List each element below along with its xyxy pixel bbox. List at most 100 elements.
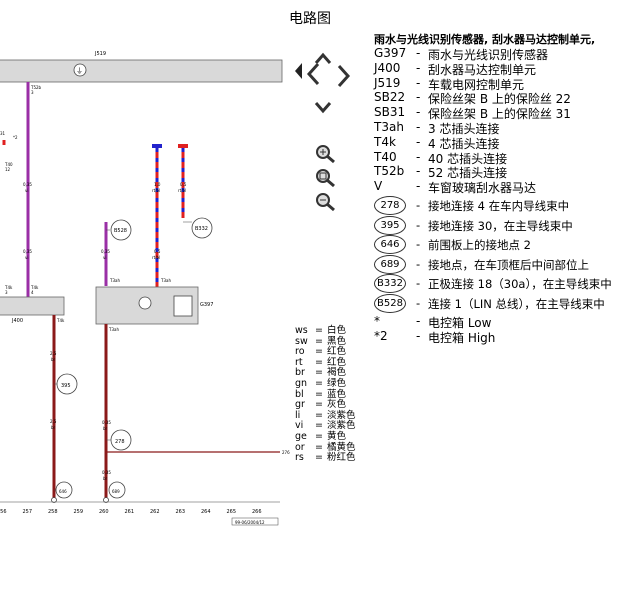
legend-desc: 车窗玻璃刮水器马达 [428, 181, 537, 196]
svg-text:1,0: 1,0 [154, 182, 161, 187]
wire-color-name: 灰色 [327, 399, 347, 411]
wire-color-abbr: sw [295, 335, 308, 347]
legend-dash: - [416, 119, 421, 134]
wire-color-eq: = [315, 399, 323, 411]
legend-dash: - [416, 217, 421, 232]
legend-dash: - [416, 198, 421, 212]
wire-color-item: ro=红色 [295, 343, 356, 357]
nav-left-arrow[interactable] [293, 62, 303, 80]
legend-item: J519-车载电网控制单元 [374, 75, 614, 92]
svg-text:rt/bl: rt/bl [152, 188, 160, 193]
column-number: 258 [48, 509, 58, 515]
ground-symbol: B528 [374, 293, 406, 313]
svg-text:*2: *2 [13, 135, 18, 140]
nav-right-arrow[interactable] [336, 64, 352, 88]
column-number: 259 [74, 509, 84, 515]
legend-dash: - [416, 164, 421, 179]
note-desc: 电控箱 High [428, 331, 496, 345]
ground-395 [56, 373, 78, 395]
svg-text:T4k: T4k [4, 285, 13, 290]
wire-color-abbr: bl [295, 388, 304, 400]
column-number: 266 [252, 509, 262, 515]
zoom-fit-icon[interactable] [314, 168, 338, 188]
svg-text:br: br [51, 357, 56, 362]
legend-item: T4k-4 芯插头连接 [374, 134, 614, 151]
column-number: 264 [201, 509, 211, 515]
svg-text:vi: vi [25, 255, 28, 260]
wire-color-name: 绿色 [327, 377, 347, 389]
nav-left-double-arrow[interactable] [305, 62, 321, 86]
svg-text:T40: T40 [4, 162, 13, 167]
svg-text:0,5: 0,5 [180, 182, 187, 187]
legend-code: T4k [374, 134, 396, 149]
svg-text:br: br [103, 426, 108, 431]
legend-item: T40-40 芯插头连接 [374, 149, 614, 166]
wire-color-abbr: rt [295, 356, 303, 368]
nav-down-arrow[interactable] [314, 100, 332, 114]
ground-desc: 前围板上的接地点 2 [428, 238, 531, 252]
legend-code: SB22 [374, 90, 406, 105]
svg-text:0,35: 0,35 [101, 249, 110, 254]
legend-code: T3ah [374, 119, 404, 134]
legend-dash: - [416, 276, 421, 290]
wire-color-abbr: rs [295, 452, 304, 464]
column-number: 263 [176, 509, 186, 515]
svg-text:0,35: 0,35 [23, 182, 32, 187]
svg-text:B332: B332 [195, 226, 208, 232]
legend-dash: - [416, 60, 421, 75]
wire-color-item: sw=黑色 [295, 333, 356, 347]
wire-color-item: ge=黄色 [295, 428, 356, 442]
legend-desc: 40 芯插头连接 [428, 151, 508, 166]
svg-text:br: br [103, 476, 108, 481]
svg-text:689: 689 [112, 489, 120, 494]
zoom-in-icon[interactable] [314, 144, 338, 164]
b332-node [191, 217, 213, 239]
wire-color-name: 淡紫色 [327, 420, 356, 432]
wire-color-item: gr=灰色 [295, 396, 356, 411]
ground-646 [55, 481, 73, 499]
legend-desc: 车载电网控制单元 [428, 77, 525, 92]
legend-item: J400-刮水器马达控制单元 [374, 60, 614, 77]
legend-dash: - [416, 237, 421, 251]
wire-color-name: 淡紫色 [327, 409, 356, 421]
wire-color-eq: = [315, 335, 323, 347]
ground-symbol: B332 [374, 274, 406, 293]
legend-item: SB31-保险丝架 B 上的保险丝 31 [374, 105, 614, 121]
svg-text:276: 276 [282, 450, 290, 455]
j519-label: J519 [94, 51, 106, 57]
wire-color-name: 黄色 [327, 430, 347, 442]
fuse-sb22-top [152, 144, 162, 148]
column-number: 257 [23, 509, 33, 515]
wire-color-abbr: vi [295, 420, 304, 432]
wire-color-eq: = [315, 325, 323, 336]
wire-color-name: 褐色 [327, 367, 347, 379]
legend-dash: - [416, 149, 421, 164]
legend-dash: - [416, 314, 421, 328]
wire-color-eq: = [315, 367, 323, 379]
svg-text:vi: vi [25, 188, 28, 193]
svg-text:3: 3 [5, 290, 8, 295]
wire-color-item: br=褐色 [295, 364, 356, 379]
wire-color-abbr: li [295, 409, 301, 421]
wire-color-abbr: ge [295, 430, 307, 442]
wire-color-eq: = [315, 452, 323, 464]
zoom-out-icon[interactable] [314, 192, 338, 212]
svg-text:99-06/2004/12: 99-06/2004/12 [235, 520, 265, 525]
column-number: 265 [227, 509, 237, 515]
svg-text:br: br [51, 425, 56, 430]
legend-dash: - [416, 179, 421, 194]
legend-code: J519 [374, 75, 401, 90]
svg-text:rt/bl: rt/bl [152, 255, 160, 260]
ground-278 [110, 429, 132, 451]
legend-dash: - [416, 105, 421, 120]
j519-ground-symbol [73, 63, 87, 77]
ground-symbol: 395 [374, 215, 406, 235]
ground-item: B528-连接 1（LIN 总线），在主导线束中 [372, 293, 612, 316]
svg-text:rt/bl: rt/bl [178, 188, 186, 193]
j400-box [0, 296, 65, 316]
nav-up-arrow[interactable] [314, 50, 332, 64]
wire-color-item: or=橘黄色 [295, 439, 356, 453]
